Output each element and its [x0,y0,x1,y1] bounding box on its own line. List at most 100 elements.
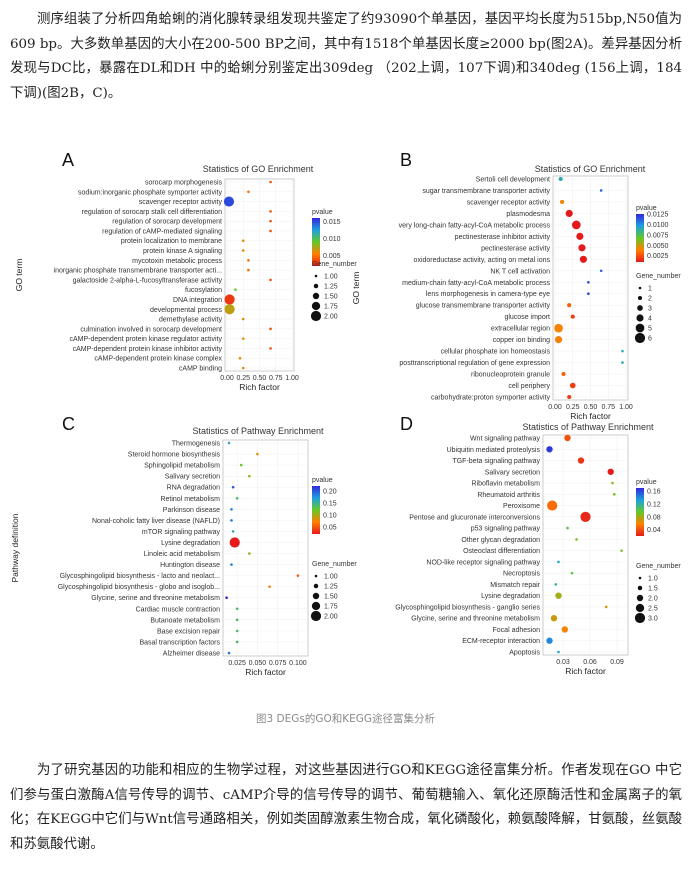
x-tick-label: 1.00 [619,404,633,411]
data-point [607,468,614,475]
data-point [235,629,239,633]
size-legend-label: 1.00 [324,274,338,281]
category-label: cAMP-dependent protein kinase inhibitor … [73,346,223,353]
paragraph-enrichment: 为了研究基因的功能和相应的生物学过程，对这些基因进行GO和KEGG途径富集分析。… [10,763,682,852]
data-point [235,640,239,644]
category-label: NK T cell activation [490,268,550,275]
color-legend-label: 0.010 [323,236,341,243]
data-point [227,651,231,655]
data-point [567,303,572,308]
data-point [587,280,590,284]
size-legend-dot [312,592,320,600]
data-point [248,552,251,555]
x-tick-label: 0.00 [548,404,562,411]
data-point [604,605,608,609]
size-legend-dot [313,283,319,289]
size-legend-title: Gene_number [312,561,357,568]
data-point [230,508,233,511]
size-legend-label: 1.50 [324,594,338,601]
data-point [239,463,243,467]
category-label: glucose import [504,314,550,321]
category-label: Retinol metabolism [160,496,220,503]
size-legend-label: 4 [648,316,652,323]
data-point [230,563,233,566]
x-tick-label: 0.050 [249,660,267,667]
x-tick-label: 0.25 [566,404,580,411]
category-label: Basal transcription factors [139,639,220,646]
data-point [557,560,560,564]
category-label: glucose transmembrane transporter activi… [416,303,551,310]
y-axis-label: Pathway definition [10,513,20,582]
data-point [576,232,584,240]
data-point [567,394,572,400]
category-label: copper ion binding [493,337,550,344]
x-axis-label: Rich factor [239,382,280,392]
data-point [621,361,624,364]
data-point [241,337,245,340]
category-label: inorganic phosphate transmembrane transp… [54,268,223,275]
data-point [247,259,250,262]
size-legend-dot [311,301,321,311]
category-label: ribonucleoprotein granule [471,372,550,379]
data-point [599,269,603,273]
data-point [571,220,581,230]
data-point [570,571,574,575]
color-legend-label: 0.0050 [647,243,669,250]
data-point [554,583,558,586]
data-point [621,349,624,353]
data-point [546,637,553,644]
data-point [565,209,573,218]
size-legend-dot [314,574,318,578]
size-legend-dot [313,583,319,589]
size-legend-label: 3.0 [648,616,658,623]
category-label: Nonal-coholic fatty liver disease (NAFLD… [92,518,220,525]
category-label: DNA integration [173,297,222,304]
category-label: Steroid hormone biosynthesis [128,452,221,459]
category-label: Ubiquitin mediated proteolysis [447,447,541,454]
category-label: pectinesterase activity [481,245,550,252]
data-point [546,446,553,453]
size-legend-label: 1.50 [324,294,338,301]
data-point [235,607,239,611]
category-label: galactoside 2-alpha-L-fucosyltransferase… [73,277,223,284]
x-tick-label: 0.75 [601,404,615,411]
size-legend-label: 1.25 [324,284,338,291]
data-point [235,496,239,500]
y-axis-label: GO term [351,272,361,305]
category-label: Lysine degradation [161,540,220,547]
category-label: carbohydrate:proton symporter activity [431,395,551,402]
data-point [256,452,259,456]
category-label: Wnt signaling pathway [470,436,541,443]
color-legend-bar [312,486,320,534]
x-tick-label: 0.50 [253,375,267,382]
x-tick-label: 0.09 [610,659,624,666]
category-label: regulation of cAMP-mediated signaling [102,228,222,235]
size-legend-dot [311,601,321,611]
size-legend-label: 2.5 [648,606,658,613]
color-legend-title: pvalue [636,479,657,486]
data-point [225,596,228,600]
color-legend-label: 0.015 [323,219,341,226]
chart-title: Statistics of GO Enrichment [203,164,314,174]
category-label: Focal adhesion [493,627,541,634]
data-point [561,626,568,633]
category-label: Glycine, serine and threonine metabolism [411,616,540,623]
y-axis-label: GO term [14,259,24,292]
color-legend-label: 0.0125 [647,212,669,219]
size-legend-label: 1.5 [648,586,658,593]
data-point [611,481,614,485]
category-label: regulation of sorocarp development [112,219,222,226]
data-point [579,255,587,263]
category-label: Salivary secretion [485,469,540,476]
data-point [224,304,235,315]
data-point [238,356,242,360]
category-label: Glycine, serine and threonine metabolism [91,595,220,602]
category-label: cAMP-dependent protein kinase complex [94,356,222,363]
category-label: plasmodesma [506,211,550,218]
x-tick-label: 0.50 [584,404,598,411]
category-label: Sertoli cell development [476,177,550,184]
category-label: Riboflavin metabolism [472,481,541,488]
category-label: Peroxisome [503,503,540,510]
